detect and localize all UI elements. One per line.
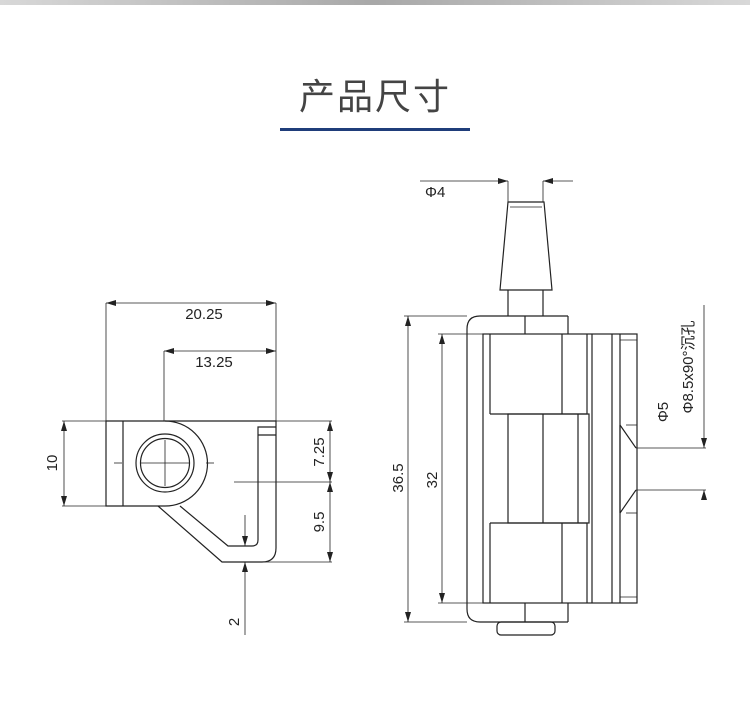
dim-phi5: Φ5 [655,402,672,422]
dim-7-25: 7.25 [311,437,328,466]
pin-tip [499,201,553,291]
dim-32: 32 [424,472,441,489]
dim-countersink: Φ8.5x90°沉孔 [680,320,697,413]
dim-13-25: 13.25 [195,354,233,371]
bracket-inner [179,426,276,547]
pin-hole-outer [135,433,195,493]
middle-knuckle [507,413,590,524]
dim-phi4: Φ4 [425,184,445,201]
c-bracket [466,315,568,623]
dim-10: 10 [44,455,61,472]
hinge-body [482,333,638,604]
hinge-leaf-body [105,420,209,507]
bottom-nut [496,621,556,636]
top-bar [0,0,750,5]
side-view: 20.25 13.25 10 7.25 9.5 2 [44,300,333,635]
dim-20-25: 20.25 [185,306,223,323]
dim-2: 2 [226,618,243,626]
title-underline [280,128,470,131]
dim-9-5: 9.5 [311,512,328,533]
dim-36-5: 36.5 [390,463,407,492]
front-view: Φ4 Φ5 Φ8.5x90°沉孔 [390,178,707,636]
page-title: 产品尺寸 [298,77,451,118]
